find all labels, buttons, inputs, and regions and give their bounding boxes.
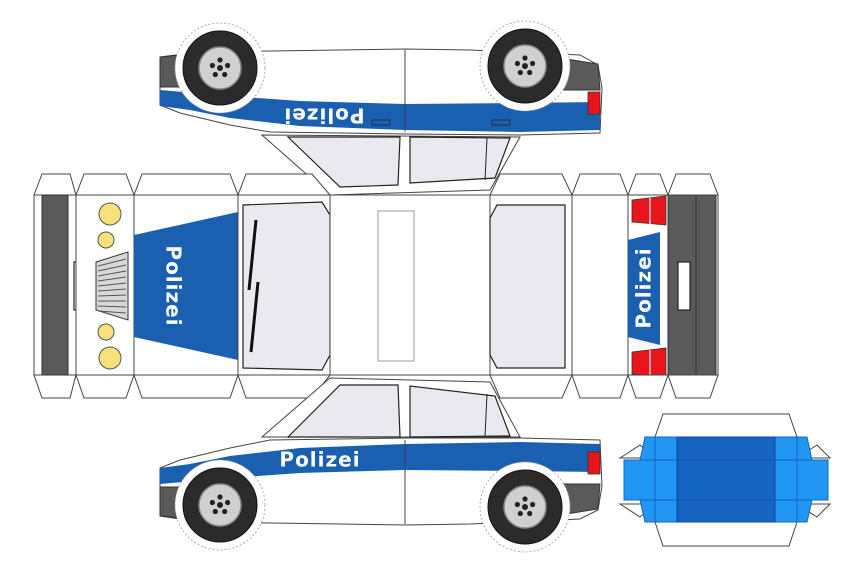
wheel-icon [479, 20, 571, 112]
rear-license-plate-icon [677, 261, 691, 311]
trunk-panel [571, 194, 629, 376]
taillight-icon [631, 195, 667, 226]
top-rear-window [286, 136, 401, 188]
hood-blue-stripe [134, 212, 238, 360]
bottom-side-polizei-label: Polizei [279, 448, 360, 472]
top-blue-stripe [160, 90, 600, 132]
headlight-icon [97, 323, 115, 341]
wheel-icon [479, 461, 571, 553]
rear-window [489, 204, 566, 369]
top-taillight-icon [587, 91, 601, 115]
headlight-icon [97, 231, 115, 249]
wiper-icon [247, 219, 258, 291]
taillight-icon [631, 347, 667, 378]
wiper-icon [249, 281, 260, 353]
light-bar-box [618, 413, 832, 547]
hood-polizei-label: Polizei [162, 245, 186, 326]
bottom-blue-stripe [160, 442, 600, 484]
headlight-icon [98, 202, 122, 226]
bottom-windows [260, 377, 521, 438]
middle-strip: Polizei Polizei [33, 173, 719, 399]
top-side-panel: Polizei [159, 20, 603, 136]
headlight-icon [98, 346, 122, 370]
grille-icon [95, 251, 129, 321]
bottom-side-panel: Polizei [159, 437, 603, 553]
bottom-front-window [409, 385, 511, 438]
bottom-taillight-icon [587, 451, 601, 475]
wheel-icon [174, 459, 266, 551]
wheel-icon [174, 22, 266, 114]
light-bar-top [676, 436, 776, 523]
rear-polizei-label: Polizei [632, 247, 656, 328]
top-side-polizei-label: Polizei [283, 104, 364, 128]
top-windows [260, 134, 521, 196]
top-front-window [409, 136, 511, 184]
bottom-rear-window [286, 384, 401, 438]
